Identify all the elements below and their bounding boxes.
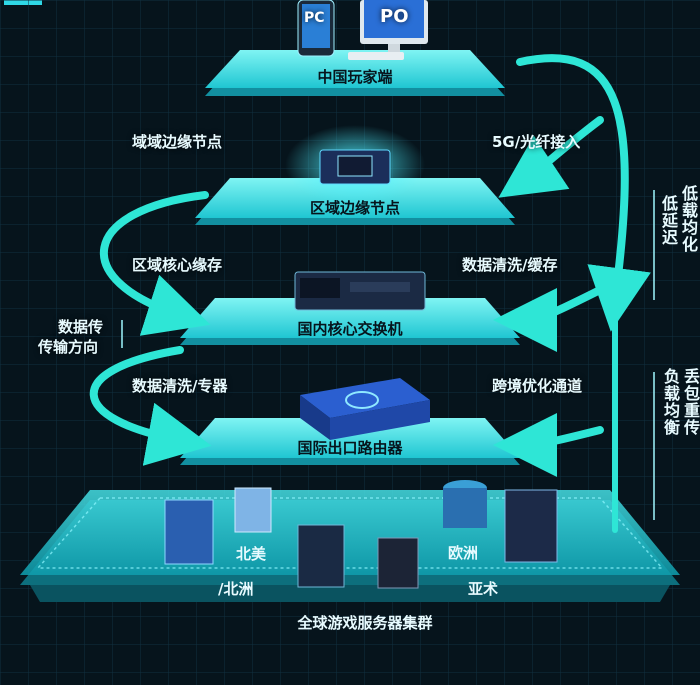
direction-label-line2: 传输方向 xyxy=(38,338,99,356)
switch-icon xyxy=(294,271,426,311)
right-cross-label: 跨境优化通道 xyxy=(492,377,583,395)
right-wash-cache-label: 数据清洗/缓存 xyxy=(462,256,558,274)
vertical-lb-a: 负载均衡 xyxy=(661,368,680,436)
router-icon xyxy=(300,378,430,440)
left-core-cache-label: 区域核心缘存 xyxy=(132,256,223,274)
region-na-a: 北美 xyxy=(236,545,267,563)
left-wash-label: 数据清洗/专器 xyxy=(132,377,228,395)
phone-icon xyxy=(297,0,335,57)
region-asia: 亚术 xyxy=(468,580,499,598)
vertical-guides xyxy=(121,190,655,520)
pc-label: PC xyxy=(304,10,325,26)
left-edge-label: 域域边缘节点 xyxy=(132,133,223,151)
po-label: PO xyxy=(380,6,409,27)
chip-icon xyxy=(285,125,425,205)
flow-arrows xyxy=(89,54,651,533)
direction-label-line1: 数据传 xyxy=(58,318,104,336)
core-platform xyxy=(180,298,520,345)
monitor-icon xyxy=(348,0,428,60)
tier-edge-label: 区域边缘节点 xyxy=(309,199,401,217)
region-europe: 欧洲 xyxy=(448,544,479,562)
client-platform xyxy=(205,50,505,96)
right-fiber-label: 5G/光纤接入 xyxy=(492,133,581,151)
vertical-low-latency-b: 低载均化 xyxy=(679,185,698,253)
server-icon xyxy=(164,480,558,589)
region-na-b: /北洲 xyxy=(218,580,254,598)
tier-cluster-label: 全球游戏服务器集群 xyxy=(297,614,433,632)
router-platform xyxy=(180,418,520,465)
tier-core-label: 国内核心交换机 xyxy=(297,320,403,338)
vertical-lb-b: 丢包重传 xyxy=(681,368,700,436)
tier-client-label: 中国玩家端 xyxy=(317,68,393,86)
tier-router-label: 国际出口路由器 xyxy=(297,439,403,457)
vertical-low-latency-a: 低延迟 xyxy=(659,195,678,246)
cluster-platform xyxy=(20,490,680,602)
